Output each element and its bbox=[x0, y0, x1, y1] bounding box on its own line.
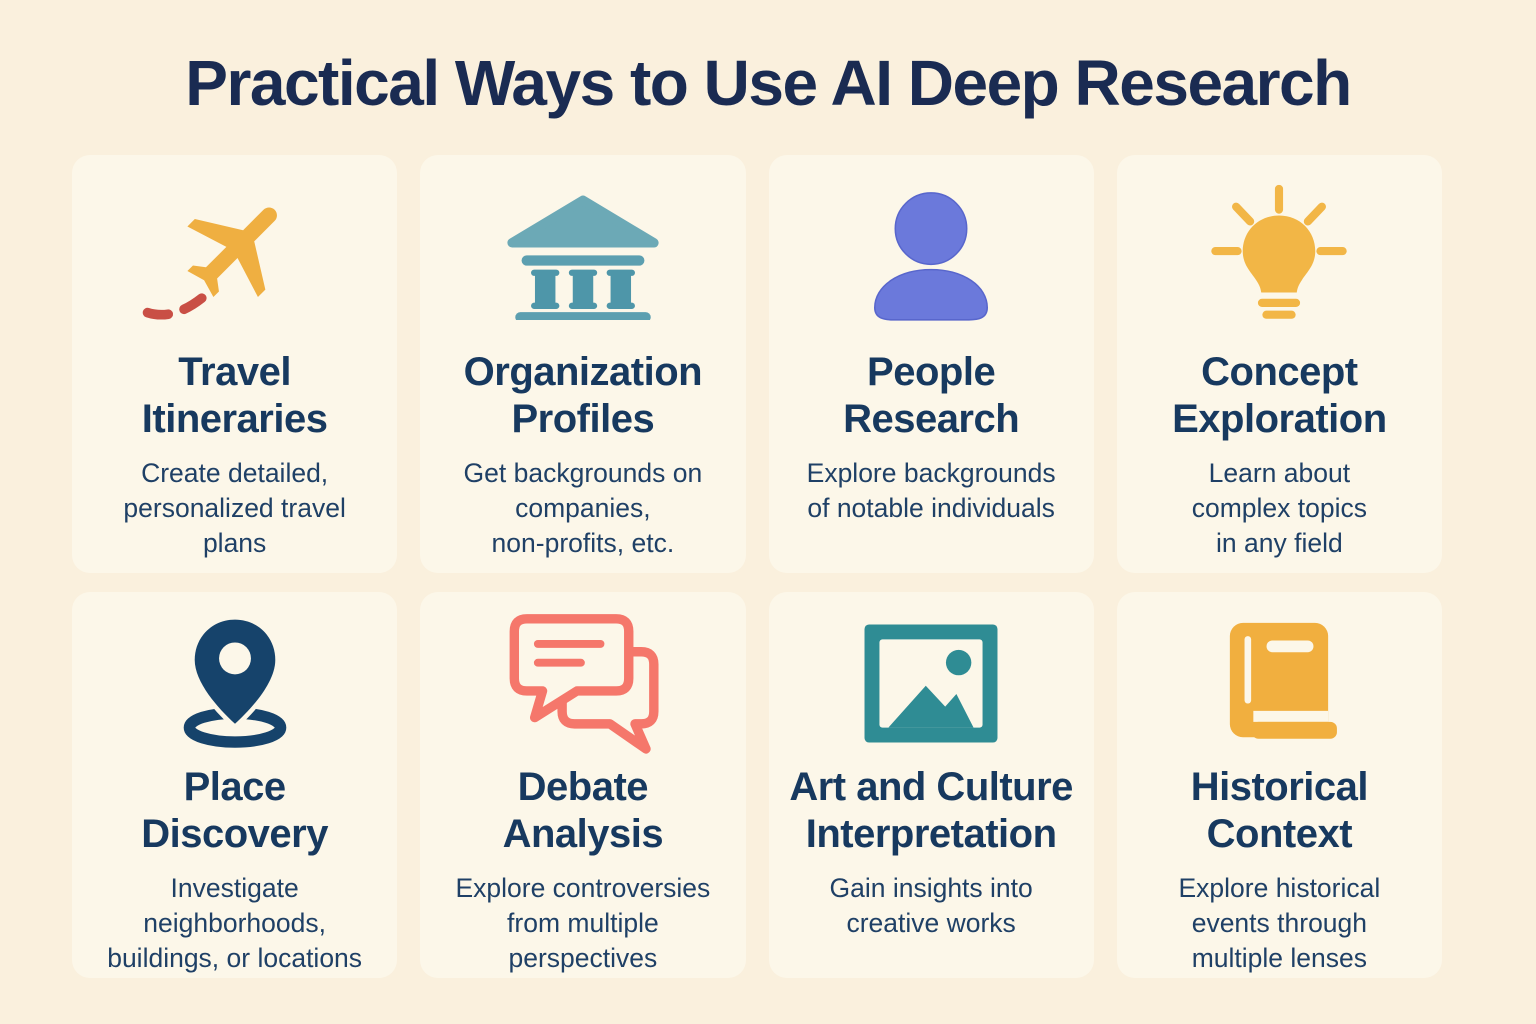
book-icon bbox=[1230, 622, 1338, 739]
book-icon-wrap bbox=[1209, 614, 1349, 752]
chat-bubbles-icon-wrap bbox=[500, 613, 665, 754]
airplane-icon bbox=[142, 206, 277, 320]
person-icon-wrap bbox=[855, 179, 1007, 335]
bank-icon-wrap bbox=[504, 179, 662, 335]
picture-icon bbox=[864, 623, 998, 743]
map-pin-icon bbox=[183, 614, 286, 748]
chat-bubbles-icon bbox=[509, 613, 659, 754]
page-title: Practical Ways to Use AI Deep Research bbox=[185, 47, 1352, 119]
lightbulb-icon-wrap bbox=[1205, 179, 1353, 335]
bank-icon bbox=[507, 195, 659, 320]
person-icon bbox=[874, 191, 989, 321]
lightbulb-icon bbox=[1211, 184, 1348, 319]
airplane-icon-wrap bbox=[130, 179, 340, 335]
map-pin-icon-wrap bbox=[159, 614, 311, 752]
picture-icon-wrap bbox=[860, 614, 1002, 752]
